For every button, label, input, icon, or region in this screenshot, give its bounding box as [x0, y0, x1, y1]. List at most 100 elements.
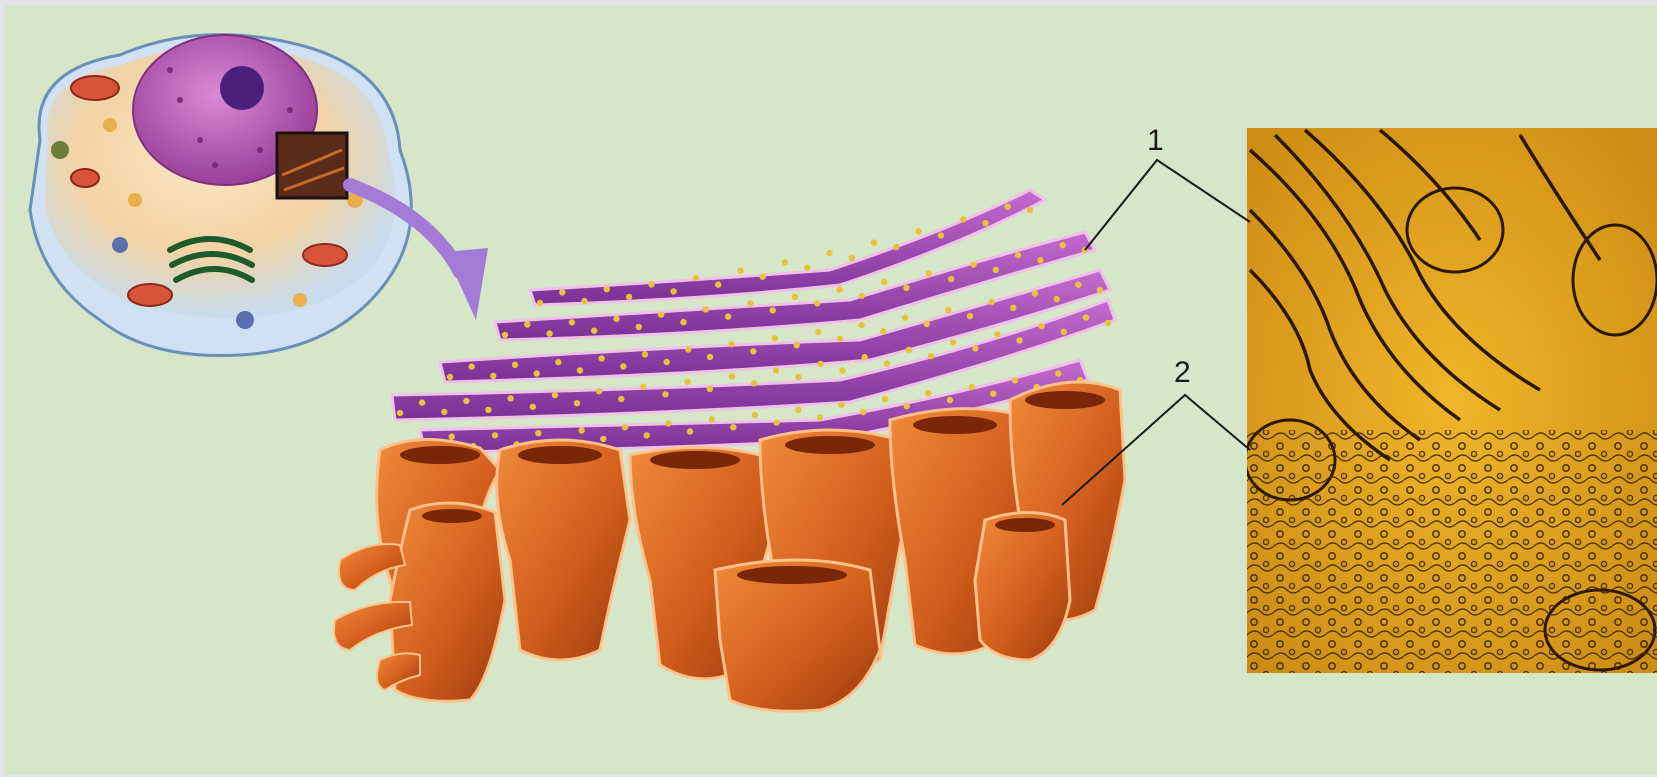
ribosome-dot — [837, 335, 843, 341]
ribosome-dot — [640, 384, 646, 390]
ribosome-dot — [665, 420, 671, 426]
ribosome-dot — [441, 409, 447, 415]
ribosome-dot — [512, 362, 518, 368]
ribosome-dot — [648, 281, 654, 287]
ribosome-dot — [555, 359, 561, 365]
ribosome-dot — [884, 360, 890, 366]
ribosome-dot — [490, 373, 496, 379]
ribosome-dot — [795, 407, 801, 413]
ribosome-dot — [770, 307, 776, 313]
ribosome-dot — [782, 259, 788, 265]
ribosome-dot — [419, 399, 425, 405]
ribosome-dot — [1061, 329, 1067, 335]
ribosome-dot — [397, 410, 403, 416]
ribosome-dot — [760, 274, 766, 280]
ribosome-dot — [687, 428, 693, 434]
ribosome-dot — [1097, 287, 1103, 293]
ribosome-dot — [993, 267, 999, 273]
ribosome-dot — [859, 322, 865, 328]
ribosome-dot — [604, 286, 610, 292]
ribosome-dot — [662, 391, 668, 397]
ribosome-dot — [924, 321, 930, 327]
ribosome-dot — [926, 270, 932, 276]
ribosome-dot — [902, 315, 908, 321]
ribosome-dot — [903, 285, 909, 291]
ribosome-dot — [447, 374, 453, 380]
ribosome-dot — [795, 374, 801, 380]
ribosome-dot — [950, 339, 956, 345]
ribosome-dot — [881, 279, 887, 285]
ribosome-dot — [729, 341, 735, 347]
ribosome-dot — [725, 313, 731, 319]
ribosome-dot — [947, 397, 953, 403]
ribosome-dot — [839, 367, 845, 373]
ribosome-dot — [859, 293, 865, 299]
ribosome-dot — [1032, 290, 1038, 296]
ribosome-dot — [1037, 257, 1043, 263]
ribosome-dot — [989, 299, 995, 305]
ribosome-dot — [839, 402, 845, 408]
ribosome-dot — [994, 331, 1000, 337]
ribosome-dot — [904, 403, 910, 409]
ribosome-dot — [925, 390, 931, 396]
ribosome-dot — [928, 353, 934, 359]
ribosome-dot — [792, 294, 798, 300]
ribosome-dot — [463, 398, 469, 404]
ribosome-dot — [860, 409, 866, 415]
ribosome-dot — [1038, 323, 1044, 329]
ribosome-dot — [591, 328, 597, 334]
ribosome-dot — [685, 346, 691, 352]
ribosome-dot — [600, 436, 606, 442]
ribosome-dot — [670, 288, 676, 294]
ribosome-dot — [449, 434, 455, 440]
ribosome-dot — [537, 300, 543, 306]
ribosome-dot — [636, 324, 642, 330]
ribosome-dot — [814, 300, 820, 306]
ribosome-dot — [485, 407, 491, 413]
ribosome-dot — [709, 416, 715, 422]
ribosome-dot — [773, 367, 779, 373]
ribosome-dot — [579, 427, 585, 433]
ribosome-dot — [1083, 314, 1089, 320]
ribosome-dot — [596, 388, 602, 394]
ribosome-dot — [747, 300, 753, 306]
ribosome-dot — [642, 351, 648, 357]
ribosome-dot — [849, 255, 855, 261]
ribosome-dot — [774, 419, 780, 425]
ribosome-dot — [729, 373, 735, 379]
ribosome-dot — [507, 395, 513, 401]
ribosome-dot — [559, 289, 565, 295]
ribosome-dot — [938, 232, 944, 238]
ribosome-dot — [577, 367, 583, 373]
ribosome-dot — [815, 329, 821, 335]
ribosome-dot — [893, 244, 899, 250]
ribosome-dot — [948, 276, 954, 282]
ribosome-dot — [703, 306, 709, 312]
ribosome-dot — [880, 328, 886, 334]
ribosome-dot — [626, 294, 632, 300]
ribosome-dot — [969, 384, 975, 390]
ribosome-dot — [469, 363, 475, 369]
ribosome-dot — [772, 335, 778, 341]
ribosome-dot — [680, 319, 686, 325]
ribosome-dot — [817, 414, 823, 420]
ribosome-dot — [960, 216, 966, 222]
ribosome-dot — [1005, 204, 1011, 210]
ribosome-dot — [574, 400, 580, 406]
ribosome-dot — [664, 359, 670, 365]
ribosome-dot — [861, 354, 867, 360]
ribosome-dot — [546, 330, 552, 336]
ribosome-dot — [644, 432, 650, 438]
ribosome-dot — [613, 316, 619, 322]
ribosome-dot — [972, 345, 978, 351]
ribosome-dot — [1012, 377, 1018, 383]
ribosome-dot — [618, 396, 624, 402]
label-2: 2 — [1174, 356, 1191, 389]
label-1: 1 — [1147, 124, 1164, 157]
ribosome-dot — [715, 281, 721, 287]
ribosome-dot — [693, 275, 699, 281]
ribosome-dot — [707, 354, 713, 360]
ribosome-dot — [1027, 207, 1033, 213]
ribosome-dot — [502, 332, 508, 338]
